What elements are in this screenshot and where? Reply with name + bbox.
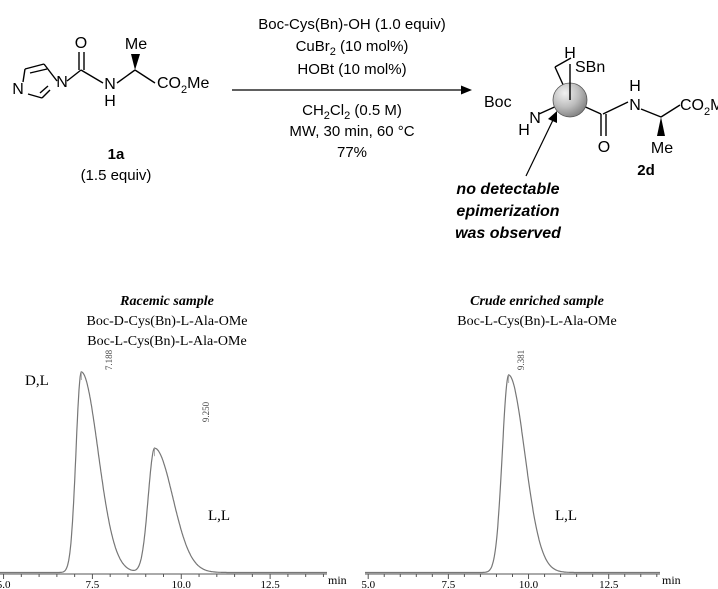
reaction-arrow: Boc-Cys(Bn)-OH (1.0 equiv) CuBr2 (10 mol… bbox=[232, 16, 472, 161]
product-methyl: Me bbox=[651, 140, 673, 157]
x-tick-label: 7.5 bbox=[441, 579, 455, 589]
reactant-ester: CO2Me bbox=[157, 75, 209, 96]
x-axis-label: min bbox=[328, 573, 347, 587]
retention-time-label: 9.381 bbox=[516, 350, 526, 370]
peak-identity-label: L,L bbox=[208, 508, 230, 524]
reactant-amide-nitrogen: N bbox=[104, 76, 116, 93]
reagent-line-2: CuBr2 (10 mol%) bbox=[296, 38, 409, 58]
condition-microwave: MW, 30 min, 60 °C bbox=[289, 123, 414, 140]
reactant-label: 1a bbox=[108, 146, 125, 163]
epimerization-note: no detectable epimerization was observed bbox=[455, 181, 562, 242]
reactant-carbonyl-oxygen: O bbox=[75, 35, 87, 52]
reactant-1a: O N N N H Me CO2Me 1a (1.5 equiv) bbox=[12, 35, 209, 184]
reactant-imine-nitrogen: N bbox=[12, 81, 24, 98]
product-boc: Boc bbox=[484, 94, 512, 111]
chromatogram-subtitle: Boc-L-Cys(Bn)-L-Ala-OMe bbox=[87, 334, 246, 349]
x-tick-label: 12.5 bbox=[261, 579, 281, 589]
product-ester: CO2Me bbox=[680, 97, 718, 118]
chromatogram-subtitle: Boc-D-Cys(Bn)-L-Ala-OMe bbox=[87, 314, 248, 329]
product-label: 2d bbox=[637, 162, 655, 179]
condition-solvent: CH2Cl2 (0.5 M) bbox=[302, 102, 402, 122]
reactant-equiv: (1.5 equiv) bbox=[81, 167, 152, 184]
peak-identity-label: L,L bbox=[555, 508, 577, 524]
product-sbn: SBn bbox=[575, 59, 605, 76]
note-line-2: epimerization bbox=[456, 203, 559, 220]
chromatogram-crude-enriched: Crude enriched sampleBoc-L-Cys(Bn)-L-Ala… bbox=[361, 294, 680, 589]
product-amide-hydrogen: H bbox=[629, 78, 641, 95]
product-amide-nitrogen: N bbox=[629, 97, 641, 114]
note-line-1: no detectable bbox=[456, 181, 559, 198]
x-tick-label: 7.5 bbox=[86, 579, 100, 589]
x-tick-label: 12.5 bbox=[599, 579, 619, 589]
product-boc-hydrogen: H bbox=[518, 122, 530, 139]
note-line-3: was observed bbox=[455, 225, 562, 242]
product-2d: SBn H Boc N H O N H CO2Me Me 2d bbox=[484, 45, 718, 179]
product-alpha-hydrogen: H bbox=[564, 45, 576, 62]
x-tick-label: 10.0 bbox=[519, 579, 539, 589]
condition-yield: 77% bbox=[337, 144, 367, 161]
product-boc-nitrogen: N bbox=[529, 110, 541, 127]
reagent-line-1: Boc-Cys(Bn)-OH (1.0 equiv) bbox=[258, 16, 446, 33]
reactant-methyl: Me bbox=[125, 36, 147, 53]
x-axis-label: min bbox=[662, 573, 681, 587]
retention-time-label: 9.250 bbox=[201, 401, 211, 422]
retention-time-label: 7.188 bbox=[104, 349, 114, 370]
reactant-ring-nitrogen: N bbox=[56, 74, 68, 91]
chromatogram-title: Crude enriched sample bbox=[470, 294, 604, 309]
chromatogram-racemic: Racemic sampleBoc-D-Cys(Bn)-L-Ala-OMeBoc… bbox=[0, 294, 347, 589]
x-tick-label: 10.0 bbox=[172, 579, 192, 589]
chromatogram-subtitle: Boc-L-Cys(Bn)-L-Ala-OMe bbox=[457, 314, 616, 329]
chromatogram-trace bbox=[365, 374, 660, 574]
chromatogram-trace bbox=[0, 371, 327, 574]
peak-identity-label: D,L bbox=[25, 373, 49, 389]
reagent-line-3: HOBt (10 mol%) bbox=[297, 61, 406, 78]
x-tick-label: 5.0 bbox=[361, 579, 375, 589]
chromatogram-title: Racemic sample bbox=[119, 294, 214, 309]
x-tick-label: 5.0 bbox=[0, 579, 11, 589]
product-carbonyl-oxygen: O bbox=[598, 139, 610, 156]
reactant-amide-hydrogen: H bbox=[104, 93, 116, 110]
